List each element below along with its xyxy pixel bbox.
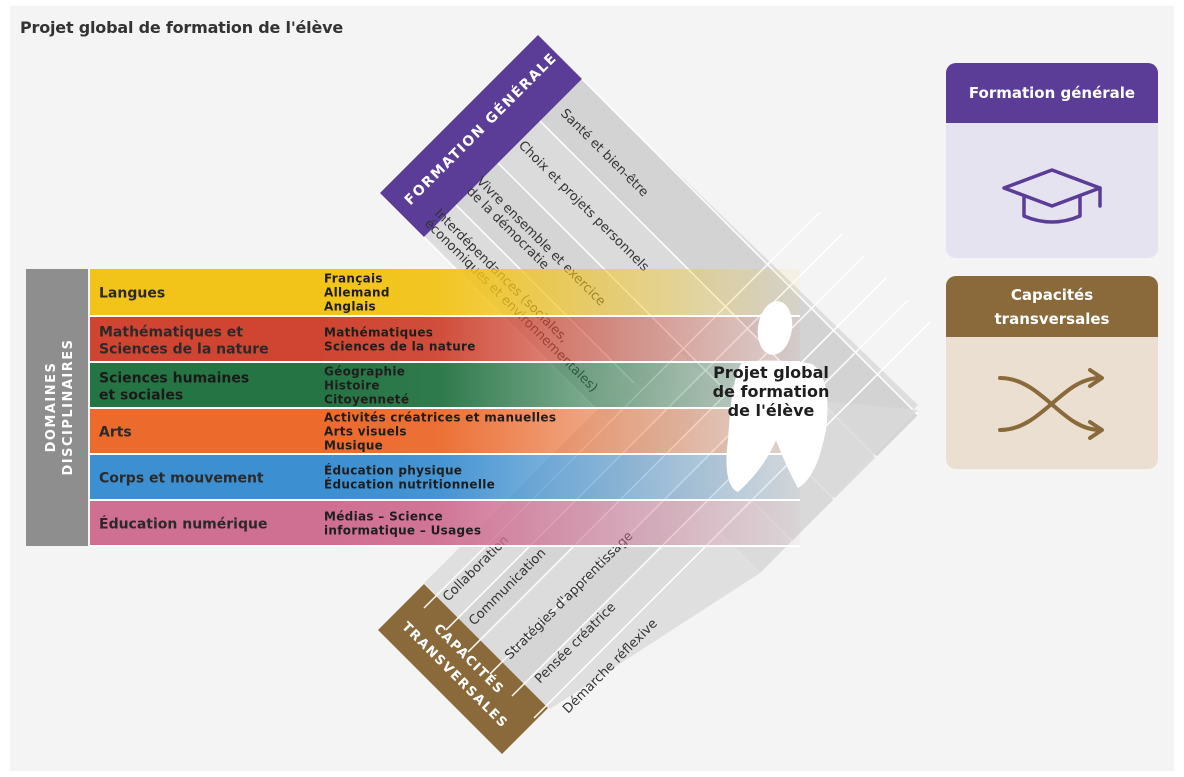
domaine-name: Arts: [99, 425, 132, 441]
domaine-row-fade: [320, 363, 800, 408]
domaines-label-band: [26, 269, 88, 546]
domaine-row-fade: [320, 269, 800, 316]
domaines-label: DISCIPLINAIRES: [61, 338, 76, 475]
domaine-row-fade: [320, 455, 800, 500]
center-label: de formation: [713, 382, 830, 401]
domaine-subject: Histoire: [324, 379, 380, 393]
domaine-subject: Musique: [324, 439, 383, 453]
card-formation-generale-title: Formation générale: [946, 63, 1158, 123]
domaine-subject: Géographie: [324, 365, 405, 379]
domaine-row-4: [90, 409, 320, 454]
domaine-name: Sciences humaines: [99, 371, 249, 387]
domaine-name: et sociales: [99, 388, 183, 404]
domaine-row-3: [90, 363, 320, 408]
domaine-row-fade: [320, 409, 800, 454]
domaines-rows: Langues FrançaisAllemandAnglaisMathématiq…: [90, 269, 800, 547]
domaine-row-5: [90, 455, 320, 500]
formation-generale-label-band: [380, 35, 582, 237]
center-label: de l'élève: [728, 401, 815, 420]
domaine-name: Corps et mouvement: [99, 471, 264, 487]
formation-generale-stripe: [540, 79, 918, 457]
domaine-row-1: [90, 269, 320, 316]
domaine-subject: Médias – Science: [324, 510, 443, 524]
page-title: Projet global de formation de l'élève: [20, 18, 343, 37]
domaine-row-6: [90, 501, 320, 546]
domaine-subject: Allemand: [324, 286, 390, 300]
domaine-subject: Anglais: [324, 300, 376, 314]
capacites-label-band: [378, 584, 548, 754]
domaine-subject: Éducation nutritionnelle: [324, 477, 495, 492]
graduation-cap-icon: [946, 158, 1158, 228]
domaine-subject: Français: [324, 272, 383, 286]
card-capacites-title: Capacités transversales: [946, 276, 1158, 337]
domaine-subject: informatique – Usages: [324, 524, 481, 538]
domaine-row-fade: [320, 501, 800, 546]
domaines-label: DOMAINES: [44, 362, 59, 453]
domaine-subject: Arts visuels: [324, 425, 407, 439]
domaine-subject: Éducation physique: [324, 463, 462, 478]
domaine-row-fade: [320, 317, 800, 362]
figure-body: [726, 360, 828, 492]
crossing-arrows-icon: [946, 366, 1158, 442]
domaine-subject: Sciences de la nature: [324, 340, 476, 354]
domaine-subject: Activités créatrices et manuelles: [324, 411, 556, 425]
domaine-name: Mathématiques et: [99, 325, 243, 341]
stripe-separator: [581, 78, 919, 416]
figure-head: [757, 301, 793, 355]
domaine-name: Éducation numérique: [99, 516, 267, 533]
center-label: Projet global: [713, 363, 829, 382]
domaine-name: Sciences de la nature: [99, 342, 269, 358]
card-formation-generale: Formation générale: [946, 63, 1158, 258]
domaine-name: Langues: [99, 286, 165, 302]
card-capacites-transversales: Capacités transversales: [946, 276, 1158, 469]
domaine-row-2: [90, 317, 320, 362]
domaine-subject: Mathématiques: [324, 326, 433, 340]
domaine-subject: Citoyenneté: [324, 393, 409, 407]
